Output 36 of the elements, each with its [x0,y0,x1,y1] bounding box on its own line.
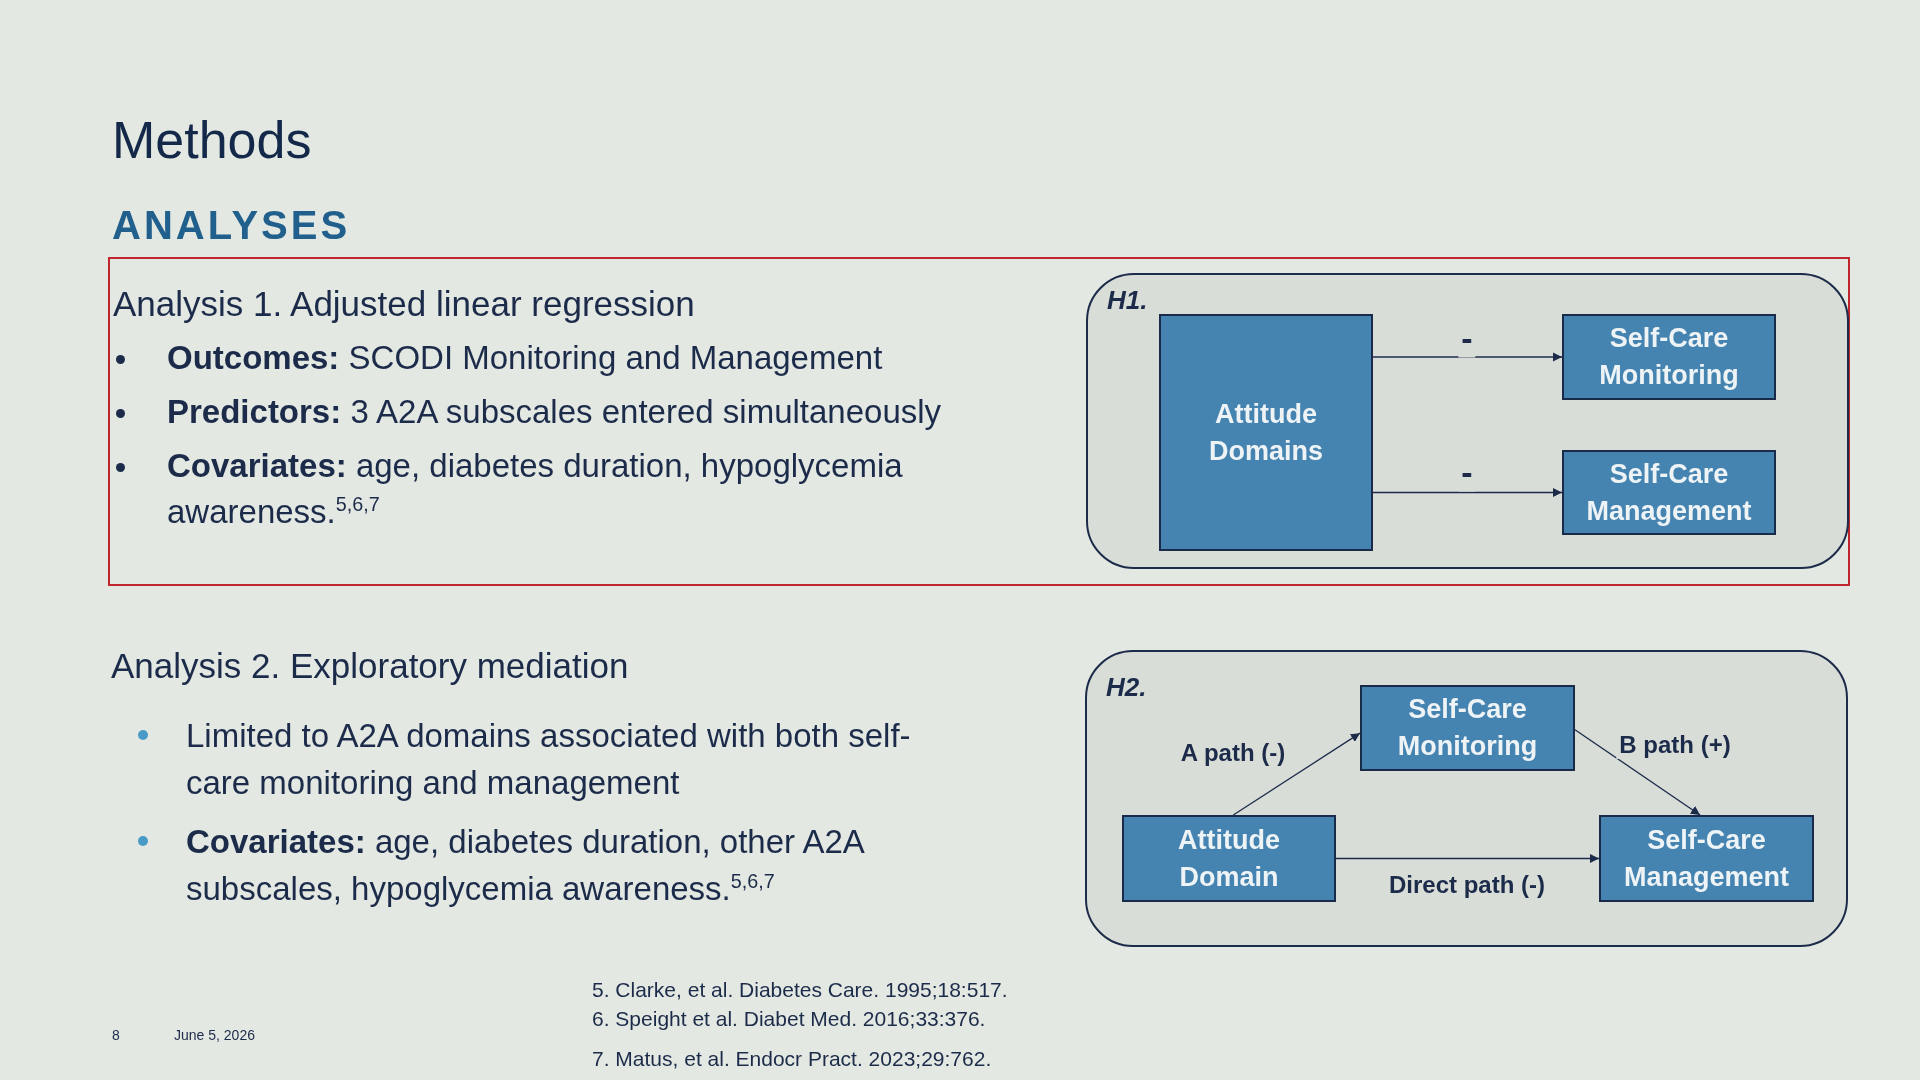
box-label: Self-Care Management [1586,457,1752,528]
arrow [1335,853,1600,864]
reference-text: 7. Matus, et al. Endocr Pract. 2023;29:762. [592,1046,992,1072]
page-number: 8 [112,1026,120,1044]
box-label: Attitude Domains [1208,397,1324,468]
process-box [1562,314,1776,400]
arrow [1372,352,1563,362]
highlight-frame [108,257,1850,586]
process-box [1599,815,1814,902]
section-heading: Analysis 1. Adjusted linear regression [113,283,696,325]
box-label: Self-Care Monitoring [1598,322,1740,392]
process-box [1360,685,1575,771]
bullet-text: Limited to A2A domains associated with both self-care monitoring and management [186,716,912,803]
reference-text: 5. Clarke, et al. Diabetes Care. 1995;18:517. [592,977,1008,1003]
date-text: June 5, 2026 [174,1026,255,1044]
reference-text: 6. Speight et al. Diabet Med. 2016;33:376. [592,1006,986,1032]
hypothesis-tag: H1. [1107,285,1148,316]
hypothesis-tag: H2. [1106,672,1147,703]
process-box [1159,314,1373,551]
hypothesis-panel [1086,273,1849,569]
bullet-text: Outcomes: SCODI Monitoring and Management [167,338,884,378]
bullet-text: Covariates: age, diabetes duration, hypoglycemia awareness.$^{5,6,7}$ [167,446,904,532]
box-label: Self-Care Management [1624,823,1789,894]
section-heading: Analysis 2. Exploratory mediation [111,645,629,687]
box-label: Attitude Domain [1177,823,1281,894]
process-box [1562,450,1776,535]
section-subtitle: ANALYSES [112,202,351,249]
arrow [1372,487,1563,498]
slide-title: Methods [112,110,312,170]
hypothesis-panel [1085,650,1848,947]
arrow [1232,732,1361,816]
arrow [1574,729,1701,816]
process-box [1122,815,1336,902]
bullet-text: Covariates: age, diabetes duration, other A2A subscales, hypoglycemia awareness.$^{5,6,7}$ [186,822,865,909]
bullet-text: Predictors: 3 A2A subscales entered simultaneously [167,392,943,432]
box-label: Self-Care Monitoring [1396,693,1539,763]
